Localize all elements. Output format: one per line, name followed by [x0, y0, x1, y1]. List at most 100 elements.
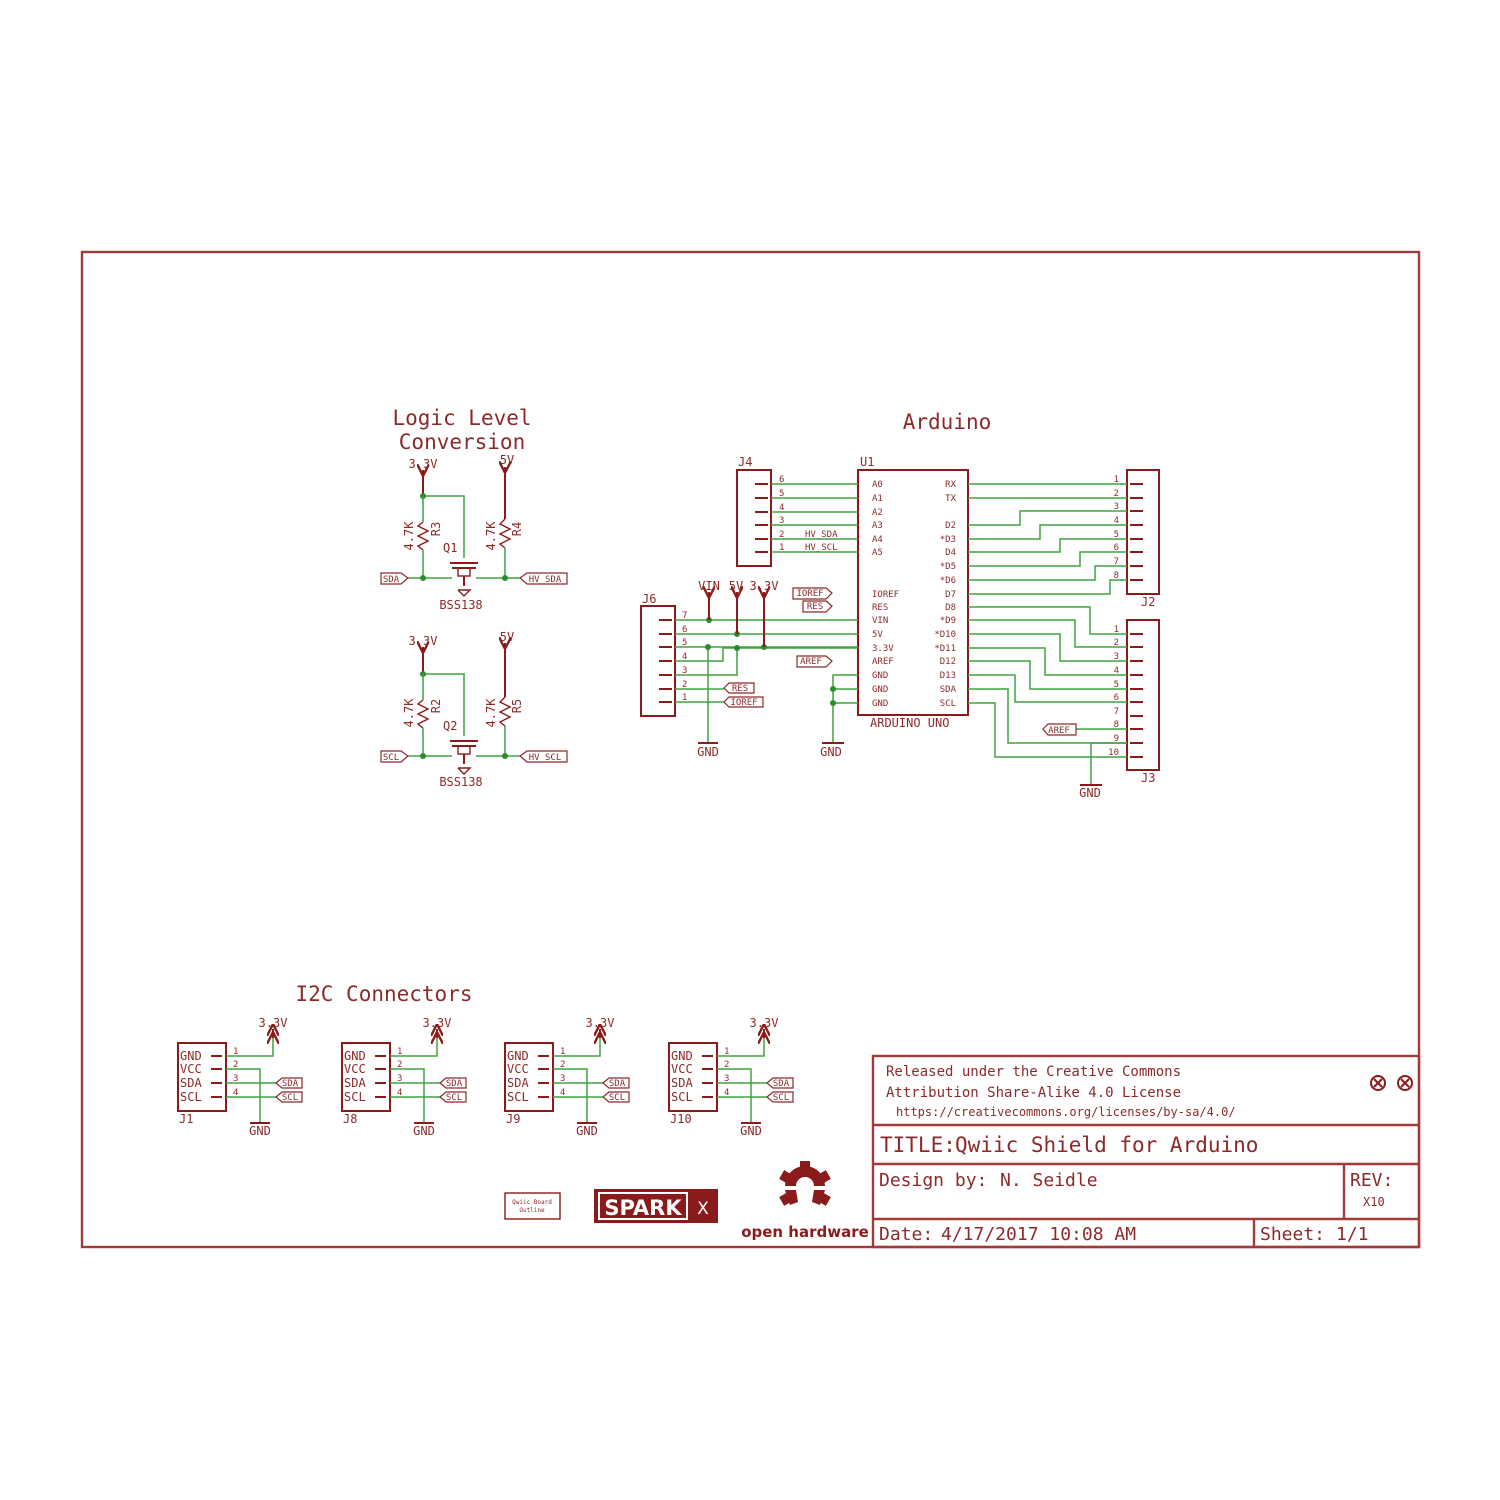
- design-label: Design by:: [879, 1170, 987, 1191]
- i2c-pin-number: 3: [724, 1074, 729, 1084]
- mosfet-part-label: BSS138: [439, 598, 482, 612]
- i2c-pin-name: GND: [344, 1049, 366, 1063]
- i2c-connector-ref: J9: [506, 1112, 520, 1126]
- license-line-2: Attribution Share-Alike 4.0 License: [886, 1085, 1181, 1101]
- u1-pin-label: D2: [945, 521, 956, 531]
- i2c-pin-name: SDA: [344, 1076, 366, 1090]
- i2c-pin-number: 4: [397, 1088, 402, 1098]
- i2c-title: I2C Connectors: [295, 982, 472, 1006]
- net-flag-scl: SCL: [282, 1093, 298, 1103]
- sheet-value: 1/1: [1336, 1224, 1369, 1245]
- i2c-pin-name: GND: [507, 1049, 529, 1063]
- i2c-pin-name: VCC: [344, 1062, 366, 1076]
- j4-net-hv-scl: HV_SCL: [805, 543, 838, 553]
- j6-pin-number: 4: [682, 652, 687, 662]
- mosfet-part-label: BSS138: [439, 775, 482, 789]
- u1-pin-label: TX: [945, 494, 956, 504]
- u1-pin-label: *D10: [934, 630, 956, 640]
- supply-label-vin: VIN: [698, 579, 720, 593]
- date-value: 4/17/2017 10:08 AM: [941, 1224, 1136, 1245]
- gnd-label: GND: [576, 1124, 598, 1138]
- j3-pin-number: 9: [1114, 734, 1119, 744]
- j3-header: [1126, 619, 1160, 771]
- j6-pin-number: 5: [682, 638, 687, 648]
- net-flag-ioref: IOREF: [796, 589, 823, 599]
- u1-value-label: ARDUINO UNO: [870, 716, 949, 730]
- arduino-title: Arduino: [903, 410, 992, 434]
- title-block: Released under the Creative Commons Attr…: [871, 1054, 1421, 1249]
- j6-pin-number: 7: [682, 611, 687, 621]
- supply-label-5v: 5V: [500, 630, 514, 644]
- i2c-pin-number: 2: [397, 1060, 402, 1070]
- net-flag-sda: SDA: [383, 575, 400, 585]
- supply-label-3v3: 3.3V: [259, 1016, 288, 1030]
- gnd-label: GND: [249, 1124, 271, 1138]
- u1-pin-label: *D11: [934, 644, 956, 654]
- j2-label: J2: [1141, 595, 1155, 609]
- logic-title-line1: Logic Level: [392, 406, 531, 430]
- gnd-label-j3: GND: [1079, 786, 1101, 800]
- qwiic-outline-logo: Qwiic Board Outline: [504, 1192, 561, 1220]
- supply-label-3v3: 3.3V: [586, 1016, 615, 1030]
- net-flag-sda: SDA: [609, 1079, 626, 1089]
- mosfet-q1-label: Q1: [443, 541, 457, 555]
- level-shifter-sda: 3.3V 5V 4.7K R3 4.7K R4 Q1 BSS138: [380, 453, 568, 612]
- j6-pin-number: 1: [682, 693, 687, 703]
- u1-pin-label: *D3: [940, 535, 956, 545]
- j4-net-hv-sda: HV_SDA: [805, 530, 838, 540]
- rev-value: X10: [1363, 1195, 1385, 1209]
- u1-arduino-body: [857, 469, 969, 716]
- i2c-pin-number: 1: [724, 1047, 729, 1057]
- supply-label-5v: 5V: [729, 579, 743, 593]
- net-flag-ioref-j6: IOREF: [730, 698, 757, 708]
- i2c-pin-number: 2: [560, 1060, 565, 1070]
- i2c-connector-ref: J1: [179, 1112, 193, 1126]
- net-flag-sda: SDA: [282, 1079, 299, 1089]
- i2c-pin-number: 4: [560, 1088, 565, 1098]
- net-flag-hv-sda: HV_SDA: [529, 575, 562, 585]
- j3-pin-number: 1: [1114, 625, 1119, 635]
- j3-pin-number: 6: [1114, 693, 1119, 703]
- sparkx-logo: SPARK X: [594, 1189, 718, 1223]
- j3-pin-number: 8: [1114, 720, 1119, 730]
- u1-pin-label: A5: [872, 548, 883, 558]
- sheet-border: [80, 250, 1421, 1249]
- i2c-pin-name: VCC: [671, 1062, 693, 1076]
- i2c-pin-name: SCL: [344, 1090, 366, 1104]
- net-flag-hv-scl: HV_SCL: [529, 753, 562, 763]
- resistor-r3-label: R3: [429, 522, 443, 536]
- arduino-right-wires: [968, 483, 1127, 758]
- open-hardware-text: open hardware: [741, 1223, 869, 1241]
- share-alike-icon: [1397, 1075, 1413, 1091]
- i2c-pin-number: 4: [724, 1088, 729, 1098]
- arduino-section: Arduino U1 ARDUINO UNO A0A1A2A3A4A5IOREF…: [640, 410, 1160, 800]
- qwiic-outline-text-1: Qwiic Board: [512, 1199, 552, 1206]
- title-value: Qwiic Shield for Arduino: [955, 1133, 1258, 1157]
- mosfet-q2-label: Q2: [443, 719, 457, 733]
- net-flag-aref: AREF: [800, 657, 822, 667]
- cc-license-icon: [1370, 1075, 1386, 1091]
- j2-pin-number: 4: [1114, 516, 1119, 526]
- j3-pin-number: 10: [1108, 748, 1119, 758]
- j3-pin-number: 2: [1114, 638, 1119, 648]
- resistor-value: 4.7K: [402, 521, 416, 551]
- j4-pin-number: 4: [779, 503, 784, 513]
- j2-pin-number: 8: [1114, 571, 1119, 581]
- u1-pin-label: AREF: [872, 657, 894, 667]
- net-flag-scl: SCL: [446, 1093, 462, 1103]
- i2c-pin-number: 2: [724, 1060, 729, 1070]
- i2c-pin-number: 2: [233, 1060, 238, 1070]
- gnd-label-u1: GND: [820, 745, 842, 759]
- i2c-pin-name: SCL: [180, 1090, 202, 1104]
- i2c-pin-name: VCC: [507, 1062, 529, 1076]
- u1-pin-label: SCL: [940, 699, 956, 709]
- i2c-pin-name: SCL: [671, 1090, 693, 1104]
- resistor-value: 4.7K: [484, 521, 498, 551]
- j6-wires: [675, 617, 858, 716]
- j4-header: [736, 469, 772, 567]
- net-flag-res: RES: [807, 602, 823, 612]
